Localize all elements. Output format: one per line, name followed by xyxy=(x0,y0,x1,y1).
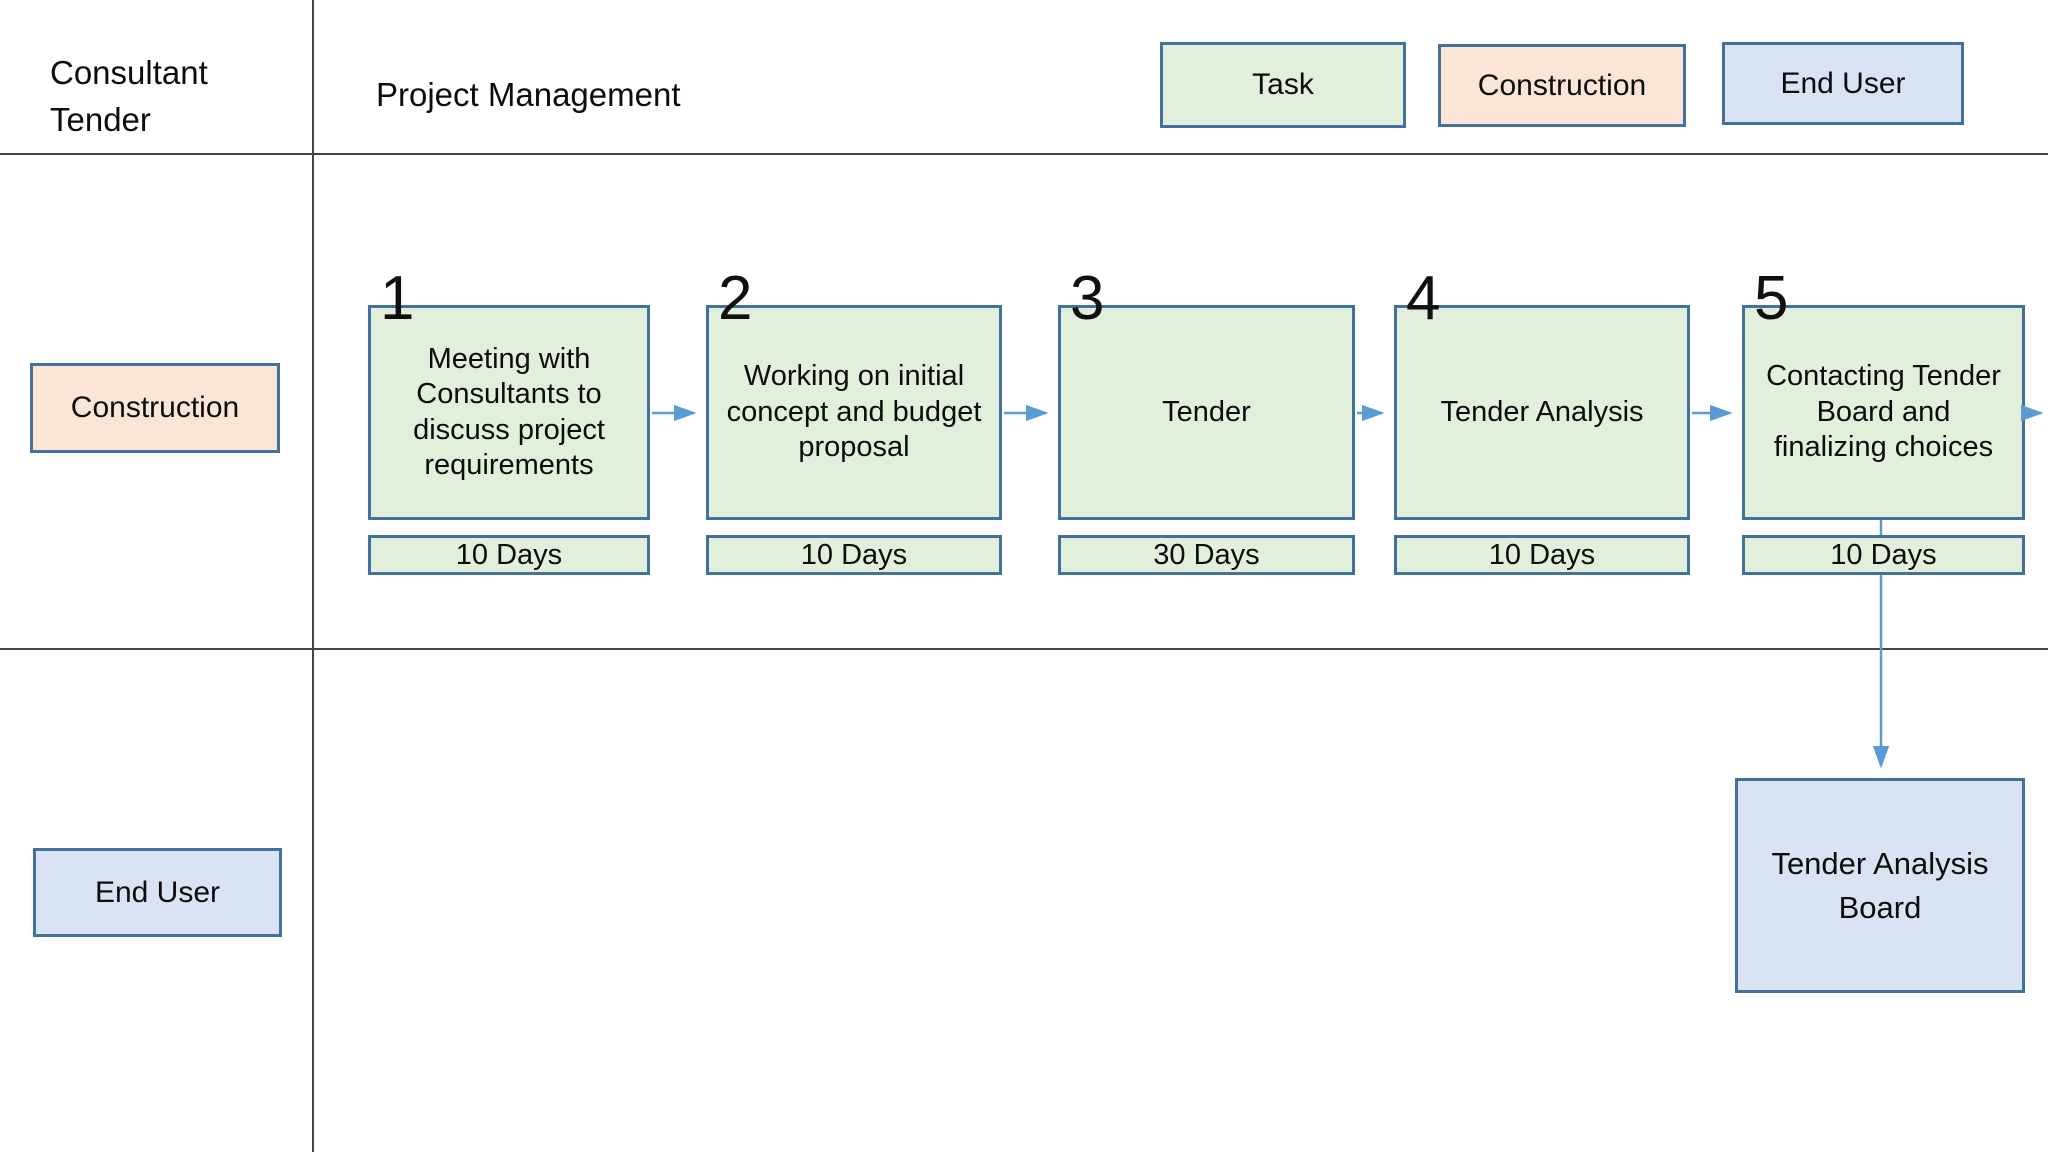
step-2-number: 2 xyxy=(718,264,753,333)
lane-label-end-user-text: End User xyxy=(94,875,221,909)
step-5-number: 5 xyxy=(1754,264,1789,333)
step-3-task-box: Tender xyxy=(1058,305,1355,520)
lane-divider-vertical xyxy=(312,0,314,1152)
step-1-task-box: Meeting with Consultants to discuss proj… xyxy=(368,305,650,520)
step-4-task-box: Tender Analysis xyxy=(1394,305,1690,520)
step-1-duration: 10 Days xyxy=(455,538,563,571)
step-4-label: Tender Analysis xyxy=(1440,395,1644,428)
step-2-duration-box: 10 Days xyxy=(706,535,1002,575)
step-3-label: Tender xyxy=(1162,395,1251,428)
step-5-label: Contacting Tender Board and finalizing c… xyxy=(1766,360,2001,464)
lane-label-construction-text: Construction xyxy=(70,391,240,424)
lane-divider-horizontal-top xyxy=(0,153,2048,155)
step-2-duration: 10 Days xyxy=(800,538,908,571)
tender-analysis-board-node: Tender Analysis Board xyxy=(1735,778,2025,993)
step-4-number: 4 xyxy=(1406,264,1441,333)
step-4-duration: 10 Days xyxy=(1488,538,1596,571)
lane-divider-horizontal-middle xyxy=(0,648,2048,650)
tender-analysis-board-label: Tender Analysis Board xyxy=(1771,846,1989,925)
step-5-task-box: Contacting Tender Board and finalizing c… xyxy=(1742,305,2025,520)
step-5-duration: 10 Days xyxy=(1830,538,1937,571)
process-title: Project Management xyxy=(376,76,681,113)
step-1-duration-box: 10 Days xyxy=(368,535,650,575)
step-3-duration: 30 Days xyxy=(1153,538,1260,571)
legend-task: Task xyxy=(1160,42,1406,128)
lane-label-construction: Construction xyxy=(30,363,280,453)
lane-label-end-user: End User xyxy=(33,848,282,937)
legend-construction-label: Construction xyxy=(1477,68,1647,102)
step-5-duration-box: 10 Days xyxy=(1742,535,2025,575)
diagram-title: Consultant Tender xyxy=(50,54,208,138)
step-2-task-box: Working on initial concept and budget pr… xyxy=(706,305,1002,520)
step-1-number: 1 xyxy=(380,264,415,333)
step-3-duration-box: 30 Days xyxy=(1058,535,1355,575)
step-4-duration-box: 10 Days xyxy=(1394,535,1690,575)
legend-end-user-label: End User xyxy=(1780,66,1906,100)
step-1-label: Meeting with Consultants to discuss proj… xyxy=(413,342,605,481)
step-3-number: 3 xyxy=(1070,264,1105,333)
step-2-label: Working on initial concept and budget pr… xyxy=(726,360,982,464)
legend-construction: Construction xyxy=(1438,44,1686,127)
legend-end-user: End User xyxy=(1722,42,1964,125)
legend-task-label: Task xyxy=(1252,68,1314,101)
